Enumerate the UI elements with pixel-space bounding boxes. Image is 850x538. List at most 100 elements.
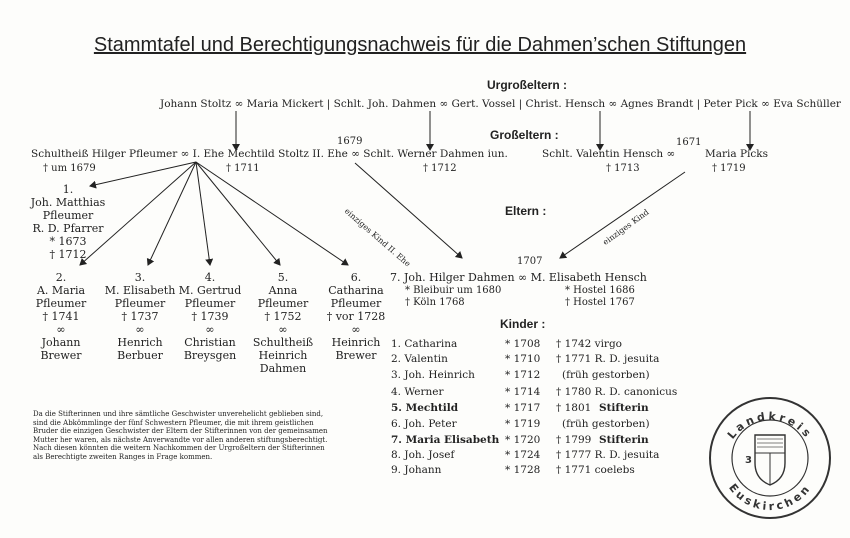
mechtild-dates: † 1711 <box>226 163 260 174</box>
sibling-line: Pfleumer <box>257 297 309 310</box>
urgrosseltern-header: Urgroßeltern : <box>487 78 568 92</box>
sibling-line: A. Maria <box>36 284 86 297</box>
sibling-line: Heinrich <box>331 336 381 349</box>
sibling-line: R. D. Pfarrer <box>32 222 104 235</box>
sibling-line: Christian <box>184 336 236 349</box>
valentin-dates: † 1713 <box>606 163 640 174</box>
sibling-line: ∞ <box>278 323 288 336</box>
kind-stifterin: Stifterin <box>599 434 649 446</box>
kind-name: 6. Joh. Peter <box>391 418 457 430</box>
kind-name: 1. Catharina <box>391 338 458 350</box>
eltern-right-1: * Hostel 1686 <box>565 285 635 296</box>
sibling-line: Berbuer <box>117 349 163 362</box>
sibling-line: Schultheiß <box>252 336 314 349</box>
svg-text:3: 3 <box>745 455 752 466</box>
sibling-line: ∞ <box>205 323 215 336</box>
grosseltern-line: Schultheiß Hilger Pfleumer ∞ I. Ehe Mech… <box>31 148 508 160</box>
year-1671: 1671 <box>676 137 702 148</box>
kind-died: (früh gestorben) <box>562 369 650 381</box>
grosseltern-header: Großeltern : <box>490 128 559 142</box>
kind-name: 8. Joh. Josef <box>391 449 455 461</box>
sibling-line: 4. <box>204 271 216 284</box>
kind-died: † 1801 <box>556 402 592 414</box>
sibling-1: 1. Joh. Matthias Pfleumer R. D. Pfarrer … <box>20 183 116 261</box>
sibling-5: 5. Anna Pfleumer † 1752 ∞ Schultheiß Hei… <box>248 271 318 375</box>
sibling-line: Anna <box>268 284 298 297</box>
kind-born: * 1728 <box>505 464 541 476</box>
sibling-line: Johann <box>41 336 81 349</box>
sibling-line: 5. <box>277 271 289 284</box>
sibling-line: Pfleumer <box>330 297 382 310</box>
sibling-4: 4. M. Gertrud Pfleumer † 1739 ∞ Christia… <box>170 271 250 362</box>
maria-picks: Maria Picks <box>705 148 769 160</box>
sibling-line: ∞ <box>56 323 66 336</box>
year-1679: 1679 <box>337 136 363 147</box>
kind-born: * 1717 <box>505 402 541 414</box>
eltern-left-1: * Bleibuir um 1680 <box>405 285 502 296</box>
maria-dates: † 1719 <box>712 163 746 174</box>
sibling-line: Pfleumer <box>184 297 236 310</box>
svg-text:Euskirchen: Euskirchen <box>726 481 814 513</box>
sibling-line: † 1712 <box>49 248 87 261</box>
sibling-line: 1. <box>62 183 74 196</box>
sibling-line: M. Elisabeth <box>104 284 176 297</box>
landkreis-seal: Landkreis Euskirchen 3 <box>709 397 831 519</box>
sibling-3: 3. M. Elisabeth Pfleumer † 1737 ∞ Henric… <box>100 271 180 362</box>
kind-born: * 1714 <box>505 386 541 398</box>
svg-text:Landkreis: Landkreis <box>725 410 815 442</box>
sibling-line: Brewer <box>40 349 82 362</box>
kind-born: * 1724 <box>505 449 541 461</box>
sibling-line: Catharina <box>328 284 384 297</box>
kind-born: * 1710 <box>505 353 541 365</box>
sibling-line: * 1673 <box>49 235 87 248</box>
kind-died: † 1799 <box>556 434 592 446</box>
eltern-line: 7. Joh. Hilger Dahmen ∞ M. Elisabeth Hen… <box>390 271 647 284</box>
year-1707: 1707 <box>517 256 543 267</box>
kind-died: † 1771 coelebs <box>556 464 635 476</box>
sibling-line: 3. <box>134 271 146 284</box>
sibling-line: ∞ <box>135 323 145 336</box>
sibling-line: Henrich <box>117 336 163 349</box>
kind-died: † 1771 R. D. jesuita <box>556 353 660 365</box>
kind-name: 9. Johann <box>391 464 442 476</box>
kind-born: * 1720 <box>505 434 541 446</box>
kind-born: * 1712 <box>505 369 541 381</box>
valentin-hensch: Schlt. Valentin Hensch ∞ <box>542 148 676 160</box>
sibling-line: Pfleumer <box>42 209 94 222</box>
kind-born: * 1719 <box>505 418 541 430</box>
sibling-line: † 1739 <box>191 310 229 323</box>
kind-died: (früh gestorben) <box>562 418 650 430</box>
page-title: Stammtafel und Berechtigungsnachweis für… <box>93 34 747 56</box>
kind-stifterin: Stifterin <box>599 402 649 414</box>
kind-name: 2. Valentin <box>391 353 448 365</box>
eltern-right-2: † Hostel 1767 <box>565 297 635 308</box>
kind-died: † 1777 R. D. jesuita <box>556 449 660 461</box>
eltern-header: Eltern : <box>505 204 547 218</box>
sibling-line: † 1752 <box>264 310 302 323</box>
sibling-line: Breysgen <box>183 349 237 362</box>
werner-dates: † 1712 <box>423 163 457 174</box>
sibling-line: ∞ <box>351 323 361 336</box>
kind-name: 7. Maria Elisabeth <box>391 434 500 446</box>
kind-died: † 1742 virgo <box>556 338 622 350</box>
hilger-dates: † um 1679 <box>43 163 96 174</box>
sibling-line: Pfleumer <box>35 297 87 310</box>
eltern-left-2: † Köln 1768 <box>405 297 465 308</box>
sibling-line: M. Gertrud <box>178 284 242 297</box>
kind-born: * 1708 <box>505 338 541 350</box>
kind-name: 3. Joh. Heinrich <box>391 369 475 381</box>
urgrosseltern-line: Johann Stoltz ∞ Maria Mickert | Schlt. J… <box>160 98 841 110</box>
sibling-line: Brewer <box>335 349 377 362</box>
sibling-line: † 1741 <box>42 310 80 323</box>
kind-died: † 1780 R. D. canonicus <box>556 386 678 398</box>
kinder-header: Kinder : <box>500 317 546 331</box>
sibling-6: 6. Catharina Pfleumer † vor 1728 ∞ Heinr… <box>318 271 394 362</box>
sibling-line: 2. <box>55 271 67 284</box>
explanatory-note: Da die Stifterinnen und ihre sämtliche G… <box>33 410 328 461</box>
sibling-line: † vor 1728 <box>326 310 386 323</box>
sibling-line: Heinrich <box>258 349 308 362</box>
sibling-line: 6. <box>350 271 362 284</box>
sibling-line: Pfleumer <box>114 297 166 310</box>
sibling-line: † 1737 <box>121 310 159 323</box>
